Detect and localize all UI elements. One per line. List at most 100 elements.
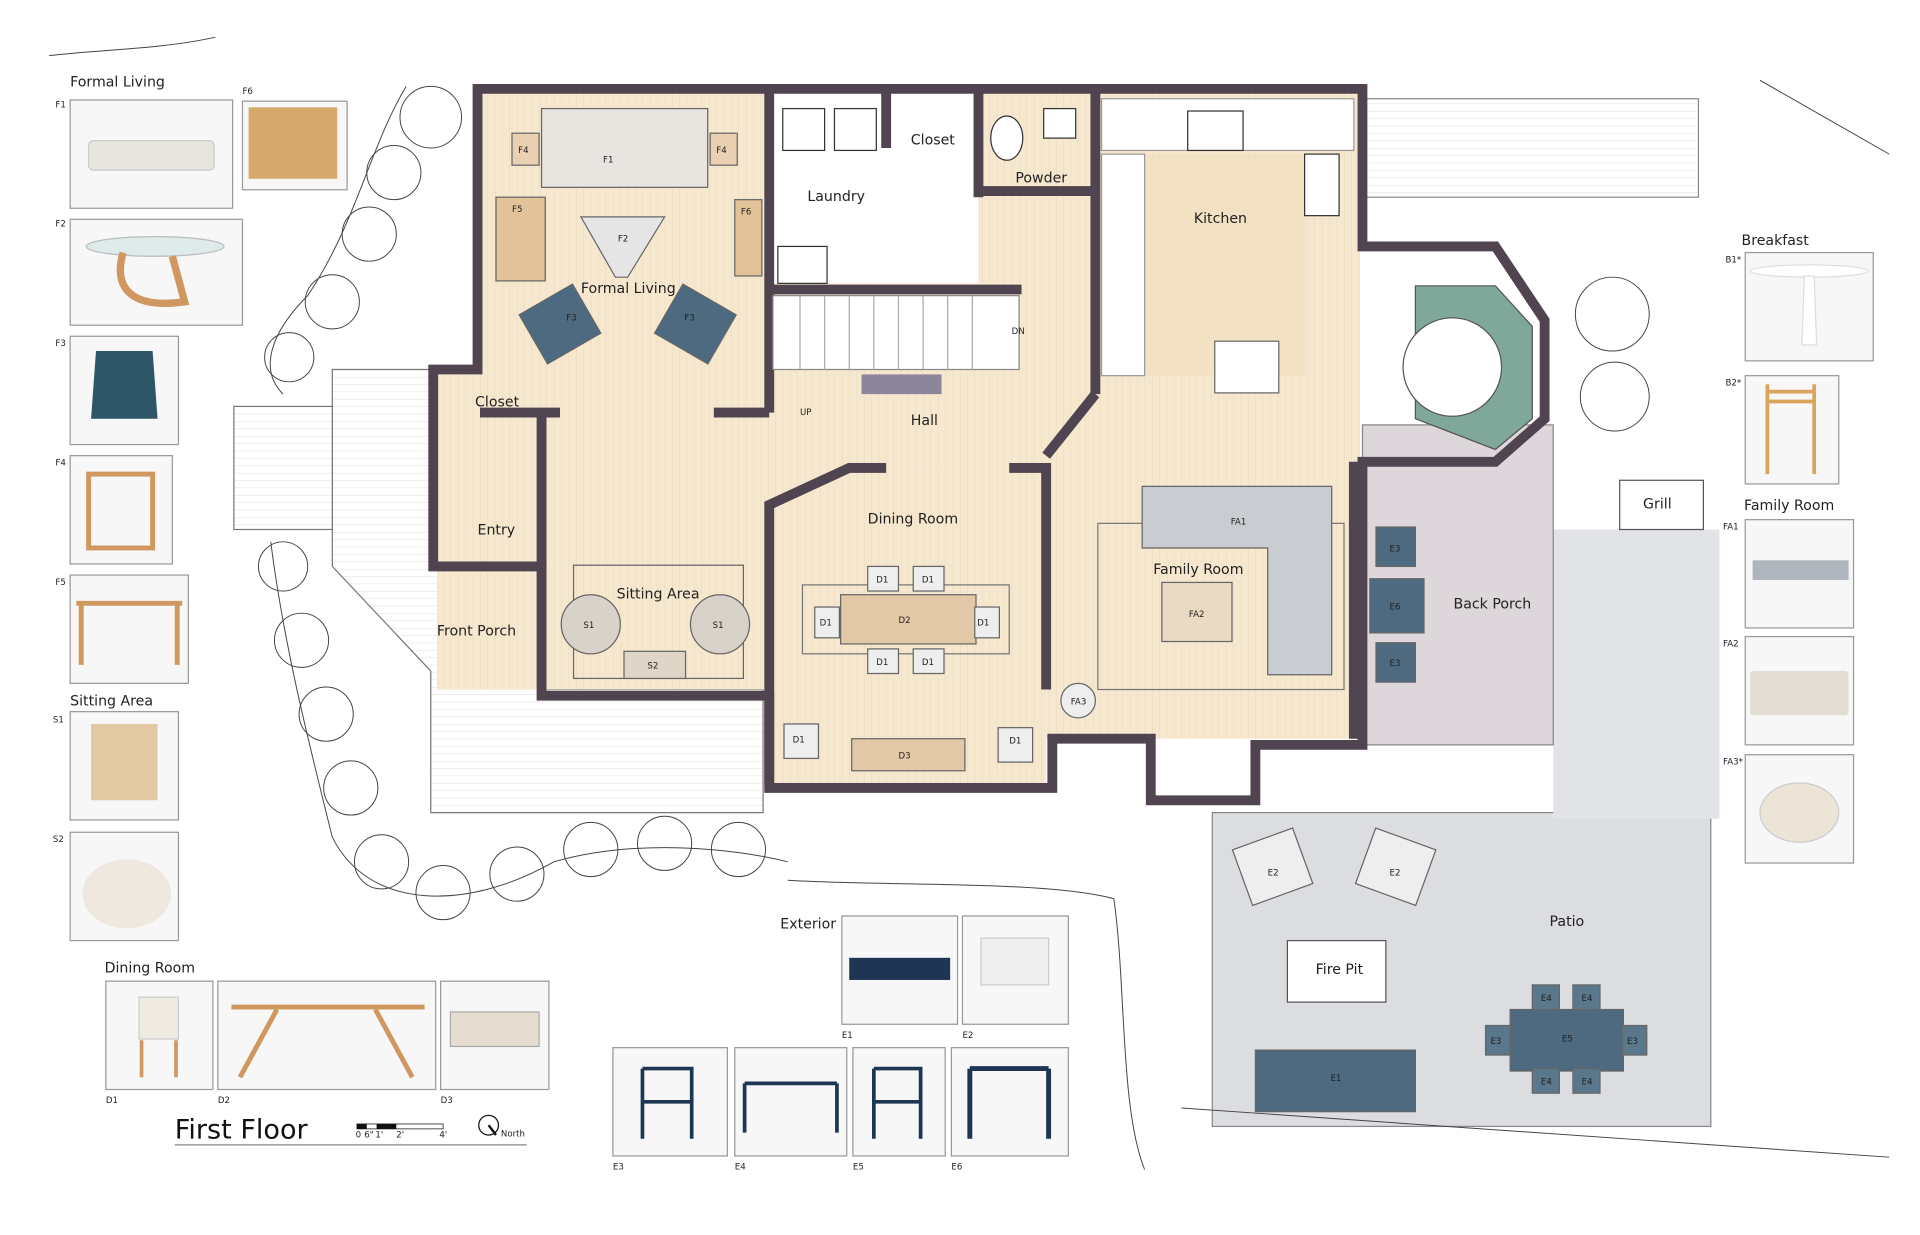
tag-E1: E1 — [1330, 1074, 1341, 1084]
section-family-room: Family Room — [1744, 498, 1834, 514]
kitchen-fixtures — [1100, 98, 1533, 451]
room-label-kitchen: Kitchen — [1194, 211, 1247, 227]
code-E1: E1 — [842, 1031, 853, 1041]
tag-S2: S2 — [647, 662, 658, 672]
scale-bar: 0 6" 1' 2' 4' — [356, 1123, 447, 1141]
tag-E5: E5 — [1562, 1035, 1573, 1045]
tag-F4: F4 — [716, 146, 726, 156]
code-D3: D3 — [441, 1096, 453, 1106]
product-D2: D2 — [217, 980, 437, 1106]
code-F1: F1 — [55, 100, 65, 110]
floors — [436, 92, 1360, 788]
tag-F4: F4 — [518, 146, 528, 156]
product-F1: F1 — [55, 99, 234, 209]
tag-FA1: FA1 — [1231, 518, 1247, 528]
code-E6: E6 — [951, 1163, 962, 1173]
code-F3: F3 — [55, 339, 65, 349]
stairs-down-label: DN — [1012, 327, 1025, 337]
section-sitting-area: Sitting Area — [70, 693, 153, 709]
tag-FA3: FA3 — [1071, 697, 1087, 707]
rear-deck — [1365, 98, 1700, 198]
code-E2: E2 — [962, 1031, 973, 1041]
room-label-formal-living: Formal Living — [581, 281, 676, 297]
product-S1: S1 — [53, 711, 180, 821]
furniture: F1 F4 F4 F5 F6 F2 F3 F3 S1 S1 S2 D2 D1 D… — [495, 107, 1705, 1113]
tag-FA2: FA2 — [1189, 610, 1205, 620]
product-E5: E5 — [852, 1047, 946, 1173]
tag-E3: E3 — [1390, 545, 1401, 555]
tag-S1: S1 — [583, 621, 594, 631]
product-E2: E2 — [961, 915, 1069, 1041]
plan-title: First Floor — [175, 1115, 309, 1146]
code-FA3: FA3* — [1723, 758, 1744, 768]
section-exterior: Exterior — [780, 916, 836, 932]
code-D2: D2 — [218, 1096, 230, 1106]
scale-tick: 0 — [356, 1131, 361, 1141]
tag-E3: E3 — [1490, 1037, 1501, 1047]
tag-F3: F3 — [684, 313, 694, 323]
tag-E6: E6 — [1390, 602, 1401, 612]
scale-tick: 4' — [439, 1131, 447, 1141]
tag-E2: E2 — [1390, 868, 1401, 878]
product-E4: E4 — [734, 1047, 848, 1173]
tag-D1: D1 — [876, 575, 888, 585]
code-E5: E5 — [853, 1163, 864, 1173]
tag-D3: D3 — [898, 751, 910, 761]
tag-F5: F5 — [512, 205, 522, 215]
room-label-fire-pit: Fire Pit — [1316, 962, 1364, 978]
code-F6: F6 — [242, 87, 252, 97]
tag-D1: D1 — [922, 658, 934, 668]
north-arrow-icon: North — [478, 1114, 525, 1139]
tag-E4: E4 — [1582, 994, 1593, 1004]
code-FA1: FA1 — [1723, 522, 1739, 532]
scale-tick: 6" — [364, 1131, 373, 1141]
tag-S1: S1 — [713, 621, 724, 631]
title-block: First Floor 0 6" 1' 2' 4' North — [175, 1115, 527, 1146]
code-B2: B2* — [1726, 378, 1742, 388]
product-FA3: FA3* — [1723, 754, 1855, 864]
room-labels: Formal Living Laundry Closet Powder Kitc… — [437, 132, 1672, 978]
code-S1: S1 — [53, 716, 64, 726]
code-E3: E3 — [613, 1163, 624, 1173]
code-D1: D1 — [106, 1096, 118, 1106]
code-F4: F4 — [55, 458, 65, 468]
room-label-patio: Patio — [1550, 914, 1585, 930]
code-E4: E4 — [735, 1163, 746, 1173]
room-label-entry: Entry — [478, 522, 516, 538]
room-label-closet: Closet — [911, 132, 956, 148]
product-F4: F4 — [55, 455, 173, 565]
room-label-powder: Powder — [1015, 170, 1067, 186]
product-B1: B1* — [1726, 251, 1874, 362]
code-B1: B1* — [1726, 255, 1742, 265]
room-label-grill: Grill — [1643, 497, 1672, 513]
tag-F2: F2 — [618, 234, 628, 244]
product-B2: B2* — [1726, 375, 1840, 485]
walls — [428, 83, 1550, 806]
tag-D1: D1 — [820, 618, 832, 628]
tag-D1: D1 — [977, 618, 989, 628]
product-E6: E6 — [950, 1047, 1069, 1173]
front-steps — [233, 405, 333, 531]
product-FA2: FA2 — [1723, 635, 1855, 746]
code-F5: F5 — [55, 578, 65, 588]
product-D3: D3 — [440, 980, 550, 1106]
staircase: UP DN — [772, 295, 1025, 418]
tag-E4: E4 — [1541, 994, 1552, 1004]
product-FA1: FA1 — [1723, 519, 1855, 629]
room-label-dining-room: Dining Room — [868, 511, 958, 527]
tag-E2: E2 — [1268, 868, 1279, 878]
product-D1: D1 — [105, 980, 214, 1106]
tag-F6: F6 — [741, 207, 751, 217]
product-E1: E1 — [841, 915, 959, 1041]
tag-E4: E4 — [1582, 1078, 1593, 1088]
room-label-family-room: Family Room — [1153, 562, 1243, 578]
scale-tick: 2' — [396, 1131, 404, 1141]
tag-D1: D1 — [793, 735, 805, 745]
room-label-entry-closet: Closet — [475, 394, 520, 410]
tag-D1: D1 — [922, 575, 934, 585]
north-label: North — [501, 1129, 525, 1139]
product-boards: Formal Living Sitting Area Dining Room E… — [53, 74, 1874, 1173]
product-F2: F2 — [55, 218, 244, 326]
product-F3: F3 — [55, 335, 180, 446]
